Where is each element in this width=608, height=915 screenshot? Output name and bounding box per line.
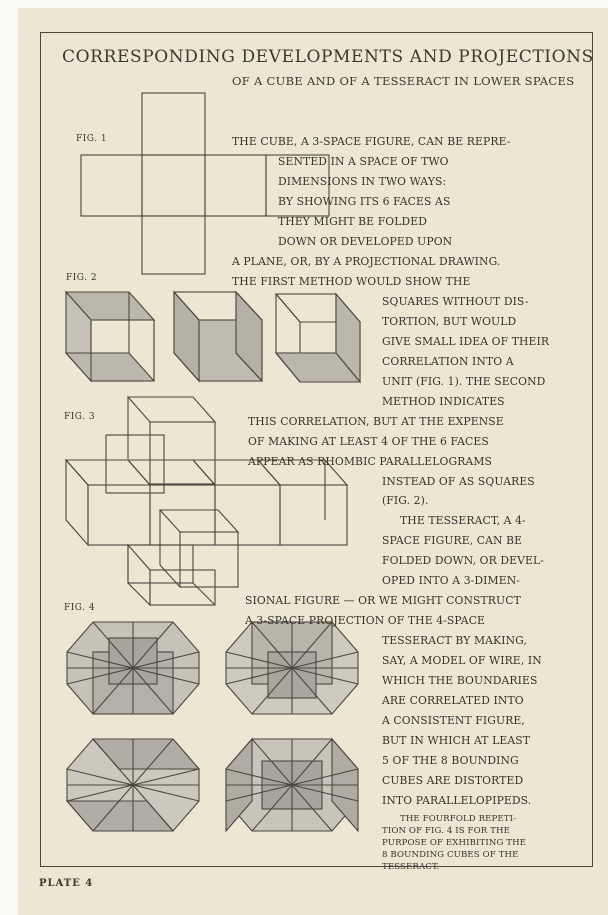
body-line: A CONSISTENT FIGURE, [382, 714, 525, 727]
body-line: GIVE SMALL IDEA OF THEIR [382, 335, 549, 348]
body-line: A PLANE, OR, BY A PROJECTIONAL DRAWING. [232, 255, 500, 268]
body-line: 5 OF THE 8 BOUNDING [382, 754, 519, 767]
body-line: THE FIRST METHOD WOULD SHOW THE [232, 275, 470, 288]
body-line: UNIT (FIG. 1). THE SECOND [382, 375, 545, 388]
body-line: OF MAKING AT LEAST 4 OF THE 6 FACES [248, 435, 489, 448]
body-line: SENTED IN A SPACE OF TWO [278, 155, 449, 168]
body-line: (FIG. 2). [382, 494, 429, 507]
body-line: INTO PARALLELOPIPEDS. [382, 794, 531, 807]
body-line: BUT IN WHICH AT LEAST [382, 734, 530, 747]
body-line: METHOD INDICATES [382, 395, 505, 408]
body-line: A 3-SPACE PROJECTION OF THE 4-SPACE [245, 614, 485, 627]
body-line: THIS CORRELATION, BUT AT THE EXPENSE [248, 415, 504, 428]
body-line: DIMENSIONS IN TWO WAYS: [278, 175, 446, 188]
body-line: THE CUBE, A 3-SPACE FIGURE, CAN BE REPRE… [232, 135, 511, 148]
body-line: CUBES ARE DISTORTED [382, 774, 523, 787]
body-line: WHICH THE BOUNDARIES [382, 674, 537, 687]
body-line: CORRELATION INTO A [382, 355, 514, 368]
fig-4-projection-d [226, 739, 358, 831]
body-line: APPEAR AS RHOMBIC PARALLELOGRAMS [248, 455, 492, 468]
body-line: SQUARES WITHOUT DIS- [382, 295, 529, 308]
body-line: TORTION, BUT WOULD [382, 315, 516, 328]
body-line: THE TESSERACT, A 4- [400, 514, 526, 527]
fig-4-projection-a [67, 622, 199, 714]
body-line: THEY MIGHT BE FOLDED [278, 215, 427, 228]
fig-4-projection-b [226, 622, 358, 714]
caption-line: PURPOSE OF EXHIBITING THE [382, 838, 526, 848]
fig-2-cube-projections [66, 292, 360, 382]
fig-4-projection-c [67, 739, 199, 831]
caption-line: 8 BOUNDING CUBES OF THE [382, 850, 518, 860]
fig-2-cube-c [276, 294, 360, 382]
plate-label: PLATE 4 [39, 878, 93, 889]
fig-2-cube-a [66, 292, 154, 381]
fig-2-cube-b [174, 292, 262, 381]
caption-line: TESSERACT. [382, 862, 439, 872]
body-line: SPACE FIGURE, CAN BE [382, 534, 522, 547]
body-line: FOLDED DOWN, OR DEVEL- [382, 554, 544, 567]
fig-3-tesseract-development [66, 397, 347, 605]
body-line: BY SHOWING ITS 6 FACES AS [278, 195, 450, 208]
body-line: SAY, A MODEL OF WIRE, IN [382, 654, 542, 667]
body-line: ARE CORRELATED INTO [382, 694, 524, 707]
fig-4-tesseract-projections [67, 622, 358, 831]
caption-line: THE FOURFOLD REPETI- [400, 814, 516, 824]
body-line: SIONAL FIGURE — OR WE MIGHT CONSTRUCT [245, 594, 521, 607]
body-line: TESSERACT BY MAKING, [382, 634, 527, 647]
caption-line: TION OF FIG. 4 IS FOR THE [382, 826, 510, 836]
body-line: INSTEAD OF AS SQUARES [382, 475, 535, 488]
body-line: DOWN OR DEVELOPED UPON [278, 235, 452, 248]
body-line: OPED INTO A 3-DIMEN- [382, 574, 520, 587]
